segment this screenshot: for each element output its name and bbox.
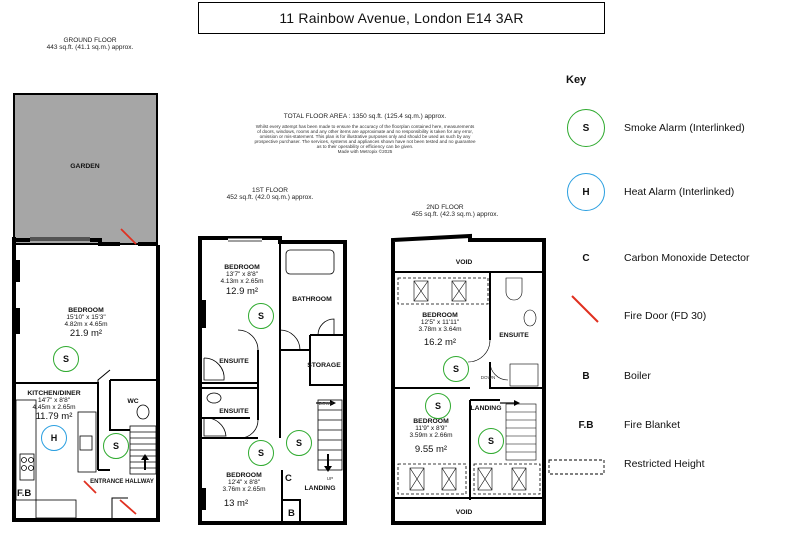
wc-label: WC: [127, 398, 139, 405]
kitchen-name: KITCHEN/DINER: [27, 390, 81, 397]
boiler-marker: B: [288, 508, 295, 519]
key-row-restricted: Restricted Height: [548, 444, 788, 484]
ground-floor-heading: GROUND FLOOR: [63, 37, 117, 44]
smoke-alarm-ground-bedroom: S: [53, 346, 79, 372]
first-bedroom-bottom-dim-imperial: 12'4" x 8'8": [227, 479, 261, 486]
key-smoke-label: Smoke Alarm (Interlinked): [624, 122, 745, 134]
disclaimer-line-4: prospective purchaser. The services, sys…: [254, 139, 476, 144]
second-bedroom-top-dim-metric: 3.78m x 3.64m: [418, 326, 462, 333]
first-bedroom-top-dim-imperial: 13'7" x 8'8": [225, 271, 259, 278]
second-outer-wall: [391, 233, 546, 525]
smoke-alarm-ground-hall: S: [103, 433, 129, 459]
second-bedroom-bottom-dim-metric: 3.59m x 2.66m: [409, 432, 453, 439]
first-bedroom-top-area: 12.9 m²: [225, 286, 259, 297]
first-down-label: DOWN: [318, 401, 334, 406]
key-row-fire-door: Fire Door (FD 30): [548, 296, 788, 336]
key-row-heat: H Heat Alarm (Interlinked): [548, 172, 788, 212]
key-boiler-label: Boiler: [624, 370, 651, 382]
key-fire-door-mark: [571, 295, 599, 323]
second-ensuite-label: ENSUITE: [499, 332, 529, 339]
key-fire-door-label: Fire Door (FD 30): [624, 310, 707, 322]
smoke-alarm-first-bedroom-bottom: S: [248, 440, 274, 466]
key-smoke-alarm-icon: S: [567, 109, 605, 147]
ground-floor-plan: [12, 93, 160, 522]
storage-label: STORAGE: [307, 362, 341, 369]
disclaimer-line-6: Made with Metropix ©2025: [337, 149, 393, 154]
first-up-label: UP: [326, 476, 334, 481]
first-ensuite-2-label: ENSUITE: [219, 408, 249, 415]
disclaimer-line-2: of doors, windows, rooms and any other i…: [257, 129, 473, 134]
ground-bedroom-area: 21.9 m²: [69, 328, 103, 339]
first-landing-label: LANDING: [304, 485, 336, 492]
first-bedroom-top-name: BEDROOM: [224, 264, 260, 271]
first-bedroom-bottom-name: BEDROOM: [226, 472, 262, 479]
key-restricted-height-mark: [548, 459, 605, 475]
key-boiler-symbol: B: [582, 370, 590, 382]
key-title: Key: [566, 74, 587, 86]
first-floor-heading: 1ST FLOOR: [251, 187, 288, 194]
garden-area: [13, 93, 158, 245]
first-bedroom-bottom-area: 13 m²: [223, 498, 249, 509]
bathroom-label: BATHROOM: [292, 296, 332, 303]
key-fire-blanket-symbol: F.B: [578, 419, 594, 431]
key-heat-alarm-icon: H: [567, 173, 605, 211]
key-co-label: Carbon Monoxide Detector: [624, 252, 750, 264]
hallway-label: ENTRANCE HALLWAY: [90, 479, 154, 485]
key-restricted-label: Restricted Height: [624, 458, 705, 470]
kitchen-dim-imperial: 14'7" x 8'8": [37, 397, 71, 404]
ground-bedroom-dim-imperial: 15'10" x 15'3": [66, 314, 106, 321]
fire-door-garden: [120, 228, 137, 245]
second-floor-size: 455 sq.ft. (42.3 sq.m.) approx.: [411, 211, 499, 218]
second-void-top-label: VOID: [455, 259, 473, 266]
second-bedroom-bottom-name: BEDROOM: [413, 418, 449, 425]
disclaimer-line-5: as to their operability or efficiency ca…: [316, 144, 414, 149]
second-bedroom-top-area: 16.2 m²: [423, 337, 457, 348]
fire-blanket-marker: F.B: [17, 488, 32, 499]
key-fire-blanket-label: Fire Blanket: [624, 419, 681, 431]
first-outer-wall: [198, 236, 347, 525]
garden-label: GARDEN: [70, 163, 100, 170]
second-bedroom-bottom-area: 9.55 m²: [414, 444, 448, 455]
total-floor-area: TOTAL FLOOR AREA : 1350 sq.ft. (125.4 sq…: [283, 113, 447, 120]
ground-outer-wall: [12, 237, 160, 522]
key-heat-label: Heat Alarm (Interlinked): [624, 186, 735, 198]
ground-bedroom-dim-metric: 4.82m x 4.65m: [64, 321, 108, 328]
fire-door-kitchen: [83, 480, 97, 494]
disclaimer-line-3: omission or mis-statement. This plan is …: [259, 134, 471, 139]
first-ensuite-1-label: ENSUITE: [219, 358, 249, 365]
second-void-bottom-label: VOID: [455, 509, 473, 516]
second-landing-label: LANDING: [470, 405, 502, 412]
kitchen-dim-metric: 4.45m x 2.65m: [32, 404, 76, 411]
first-bedroom-bottom-dim-metric: 3.76m x 2.65m: [222, 486, 266, 493]
ground-bedroom-name: BEDROOM: [68, 307, 104, 314]
smoke-alarm-second-bedroom-top: S: [443, 356, 469, 382]
fire-door-entrance: [119, 499, 137, 515]
smoke-alarm-second-bedroom-bottom: S: [478, 428, 504, 454]
second-floor-plan: [391, 233, 546, 525]
first-bedroom-top-dim-metric: 4.13m x 2.65m: [220, 278, 264, 285]
property-address-title: 11 Rainbow Avenue, London E14 3AR: [198, 2, 605, 34]
key-row-smoke: S Smoke Alarm (Interlinked): [548, 108, 788, 148]
first-floor-plan: [198, 236, 347, 525]
title-text: 11 Rainbow Avenue, London E14 3AR: [279, 10, 524, 26]
smoke-alarm-first-bedroom-top: S: [248, 303, 274, 329]
smoke-alarm-first-landing: S: [286, 430, 312, 456]
key-co-symbol: C: [582, 252, 590, 264]
key-row-fire-blanket: F.B Fire Blanket: [548, 405, 788, 445]
kitchen-area: 11.79 m²: [35, 411, 73, 422]
first-floor-size: 452 sq.ft. (42.0 sq.m.) approx.: [226, 194, 314, 201]
smoke-alarm-second-landing: S: [425, 393, 451, 419]
second-bedroom-top-name: BEDROOM: [422, 312, 458, 319]
second-floor-heading: 2ND FLOOR: [426, 204, 464, 211]
key-row-co: C Carbon Monoxide Detector: [548, 238, 788, 278]
second-bedroom-bottom-dim-imperial: 11'9" x 8'9": [415, 425, 447, 432]
heat-alarm-kitchen: H: [41, 425, 67, 451]
second-down-label: DOWN: [480, 375, 496, 380]
second-bedroom-top-dim-imperial: 12'5" x 11'11": [420, 319, 460, 326]
co-detector-marker: C: [285, 473, 292, 484]
ground-floor-size: 443 sq.ft. (41.1 sq.m.) approx.: [46, 44, 134, 51]
key-row-boiler: B Boiler: [548, 356, 788, 396]
disclaimer-line-1: Whilst every attempt has been made to en…: [255, 124, 475, 129]
